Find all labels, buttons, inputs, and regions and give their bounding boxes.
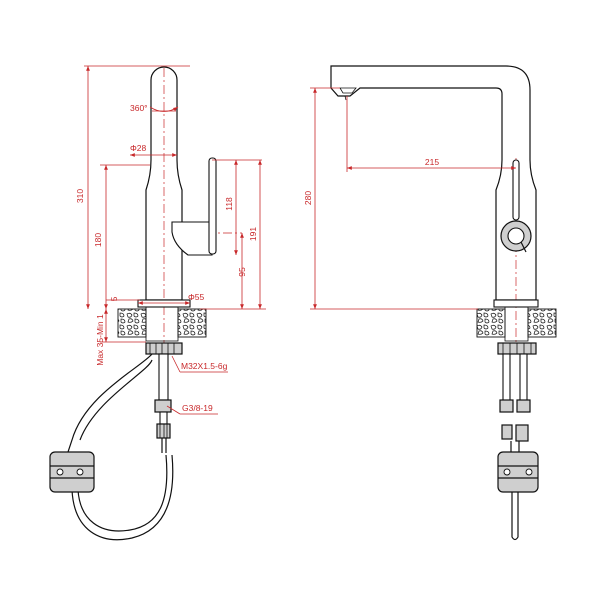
mounting-nut-left <box>145 342 183 355</box>
dim-label-thread-inlet: G3/8-19 <box>182 403 213 413</box>
faucet-body-left <box>145 66 183 301</box>
rotation-arrow <box>149 106 179 112</box>
dim-label-base-dia: Φ55 <box>188 292 205 302</box>
dim-label-191: 191 <box>248 227 258 241</box>
dim-label-5: 5 <box>109 296 119 301</box>
base-flange-left <box>137 299 191 308</box>
dim-label-215: 215 <box>425 157 439 167</box>
inlet-pipe-right-a <box>502 353 511 405</box>
dim-label-180: 180 <box>93 233 103 247</box>
inlet-pipe-right-b <box>519 353 528 405</box>
inlet-pipe-left <box>158 353 169 401</box>
left-side-view: 310 180 5 Max 35-Min 1 118 191 95 360° Φ… <box>49 65 266 541</box>
dim-label-deck-thickness: Max 35-Min 1 <box>95 314 105 366</box>
shank-right <box>504 306 529 342</box>
dim-label-thread-main: M32X1.5-6g <box>181 361 228 371</box>
dim-label-rotation: 360° <box>130 103 148 113</box>
shank-left <box>145 306 179 342</box>
base-flange-right <box>493 299 539 308</box>
countertop-right-b <box>527 308 557 338</box>
lever-rod <box>208 157 217 255</box>
right-front-view: 280 215 <box>303 65 557 541</box>
inlet-connector-left <box>156 423 171 439</box>
lever-handle <box>171 221 213 256</box>
inlet-connector-right <box>501 424 513 440</box>
dim-label-118: 118 <box>224 197 234 211</box>
dim-label-280: 280 <box>303 191 313 205</box>
hose-weight-left <box>49 451 95 493</box>
pullout-hose-right <box>511 492 519 541</box>
countertop-right-a <box>476 308 506 338</box>
dim-label-95: 95 <box>237 267 247 277</box>
lever-rod-right <box>512 159 520 221</box>
dim-label-spout-dia: Φ28 <box>130 143 147 153</box>
dim-label-310: 310 <box>75 189 85 203</box>
countertop-left-b <box>177 308 207 338</box>
faucet-body-right <box>330 65 537 301</box>
inlet-fitting-left <box>154 399 172 413</box>
pullout-hose-left <box>67 353 153 453</box>
countertop-left-a <box>117 308 147 338</box>
